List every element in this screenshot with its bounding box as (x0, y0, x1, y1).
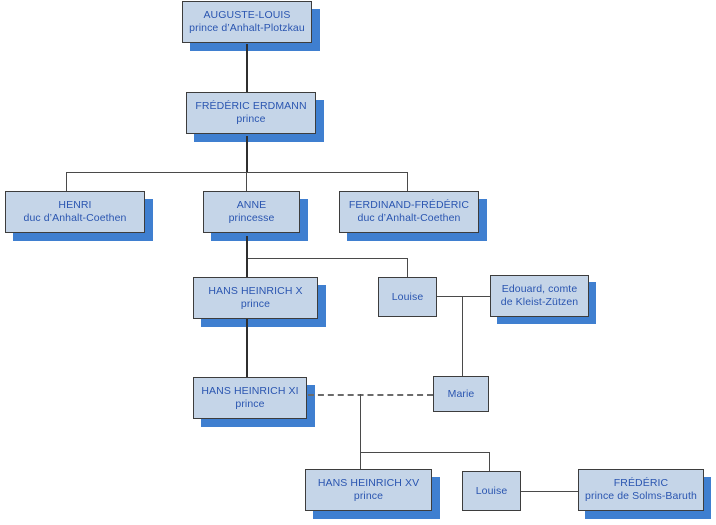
node-louise-2[interactable]: Louise (462, 471, 521, 511)
connector-bottom-bar (360, 452, 489, 453)
connector-auguste-to-frederic (246, 44, 248, 96)
connector-bar-to-ferdinand (407, 172, 408, 195)
connector-sibling-bar (66, 172, 408, 173)
connector-marriage-to-marie (462, 296, 463, 377)
connector-frederic-down (246, 136, 248, 172)
node-hans-heinrich-xv[interactable]: HANS HEINRICH XV prince (305, 469, 432, 511)
connector-anne-to-hhx (246, 258, 248, 277)
node-title: duc d’Anhalt-Coethen (357, 212, 461, 224)
node-frederic-solms[interactable]: FRÉDÉRIC prince de Solms-Baruth (578, 469, 704, 511)
node-title: duc d’Anhalt-Coethen (23, 212, 127, 224)
node-name: HANS HEINRICH X (208, 285, 303, 298)
node-edouard[interactable]: Edouard, comte de Kleist-Zützen (490, 275, 589, 317)
node-title: prince de Solms-Baruth (585, 490, 697, 502)
node-name: HANS HEINRICH XV (317, 477, 420, 490)
node-title: de Kleist-Zützen (500, 296, 579, 308)
node-auguste-louis[interactable]: AUGUSTE-LOUIS prince d’Anhalt-Plotzkau (182, 1, 312, 43)
connector-hhx-to-hhxi (246, 319, 248, 377)
node-name: FRÉDÉRIC (613, 477, 669, 490)
node-name: ANNE (236, 199, 267, 212)
connector-louise2-frederic-marriage (521, 491, 578, 492)
node-frederic-erdmann[interactable]: FRÉDÉRIC ERDMANN prince (186, 92, 316, 134)
node-name: AUGUSTE-LOUIS (203, 9, 291, 22)
connector-bar-to-louise2 (489, 452, 490, 475)
node-henri[interactable]: HENRI duc d’Anhalt-Coethen (5, 191, 145, 233)
connector-hhxi-marie-dashed (308, 394, 433, 396)
connector-bar-to-hhxv (360, 452, 361, 475)
node-title: prince (240, 298, 271, 310)
connector-anne-bar (246, 258, 407, 259)
connector-anne-down (246, 236, 248, 258)
node-title: prince d’Anhalt-Plotzkau (189, 22, 305, 34)
connector-bar-to-anne (246, 172, 247, 195)
node-name: FRÉDÉRIC ERDMANN (195, 100, 307, 113)
node-title: princesse (228, 212, 275, 224)
node-louise-1[interactable]: Louise (378, 277, 437, 317)
node-hans-heinrich-xi[interactable]: HANS HEINRICH XI prince (193, 377, 307, 419)
node-name: FERDINAND-FRÉDÉRIC (348, 199, 470, 212)
connector-bar-to-henri (66, 172, 67, 195)
connector-union-down (360, 394, 361, 452)
connector-anne-to-louise1 (407, 258, 408, 277)
node-name: HANS HEINRICH XI (201, 385, 299, 398)
node-hans-heinrich-x[interactable]: HANS HEINRICH X prince (193, 277, 318, 319)
node-ferdinand-frederic[interactable]: FERDINAND-FRÉDÉRIC duc d’Anhalt-Coethen (339, 191, 479, 233)
node-marie[interactable]: Marie (433, 376, 489, 412)
node-name: Marie (447, 387, 475, 400)
node-title: prince (235, 398, 265, 410)
node-name: HENRI (58, 199, 92, 212)
node-name: Edouard, comte (501, 283, 578, 296)
node-anne[interactable]: ANNE princesse (203, 191, 300, 233)
node-title: prince (236, 113, 266, 125)
connector-louise1-edouard-marriage (437, 296, 490, 297)
node-name: Louise (475, 484, 508, 497)
node-name: Louise (391, 290, 424, 303)
node-title: prince (353, 490, 384, 502)
